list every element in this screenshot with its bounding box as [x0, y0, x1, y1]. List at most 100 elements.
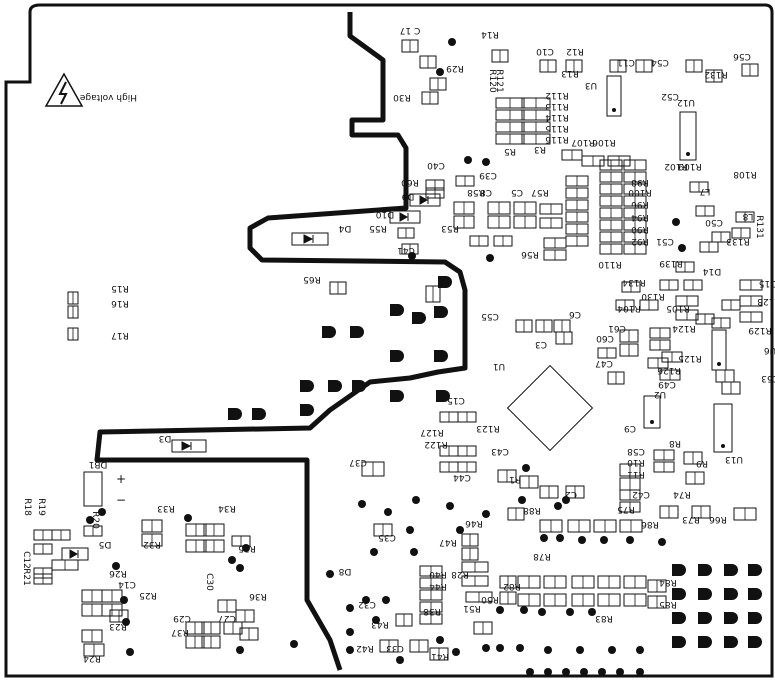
refdes-c54: C54 — [651, 57, 669, 67]
solder-pad — [698, 564, 712, 576]
solder-pad — [672, 564, 686, 576]
via-pad — [362, 596, 370, 604]
via-pad — [326, 570, 334, 578]
refdes-c43: C43 — [491, 446, 509, 456]
refdes-c2: C2 — [565, 489, 577, 499]
refdes-d4: D4 — [338, 223, 351, 233]
refdes-r134: R134 — [622, 277, 646, 287]
ic-u1-outline — [506, 364, 594, 452]
via-pad — [556, 534, 564, 542]
refdes-r36: R36 — [249, 591, 267, 601]
via-pad — [446, 502, 454, 510]
refdes-c33: C33 — [386, 643, 404, 653]
solder-pad — [724, 564, 738, 576]
refdes-r116: R116 — [545, 134, 569, 144]
via-pad — [236, 646, 244, 654]
refdes-r128: R128 — [757, 296, 775, 306]
via-pad — [396, 656, 404, 664]
refdes-c15: C15 — [447, 395, 465, 405]
refdes-c5: C5 — [511, 187, 523, 197]
refdes-c32: C32 — [358, 599, 376, 609]
refdes-r51: R51 — [463, 603, 481, 613]
ic-outline — [643, 395, 661, 429]
refdes-r8: R8 — [669, 438, 681, 448]
solder-pad — [322, 326, 336, 338]
refdes-c37: C37 — [349, 457, 367, 467]
pin1-marker — [612, 108, 616, 112]
via-pad — [608, 646, 616, 654]
refdes-r35: R35 — [238, 543, 256, 553]
via-pad — [384, 508, 392, 516]
refdes-r43: R43 — [371, 619, 389, 629]
via-pad — [408, 252, 416, 260]
refdes-l7: L7 — [700, 186, 711, 196]
solder-pad — [228, 408, 242, 420]
via-pad — [496, 606, 504, 614]
refdes-r82: R82 — [503, 581, 521, 591]
refdes-c50: C50 — [705, 217, 723, 227]
via-pad — [436, 68, 444, 76]
via-pad — [406, 526, 414, 534]
refdes-r23: R23 — [109, 621, 127, 631]
via-pad — [636, 646, 644, 654]
solder-pad — [434, 350, 448, 362]
refdes-r94: R94 — [631, 212, 649, 222]
via-pad — [600, 536, 608, 544]
refdes-r98: R98 — [631, 177, 649, 187]
refdes-r24: R24 — [83, 653, 101, 663]
via-pad — [482, 644, 490, 652]
via-pad — [126, 648, 134, 656]
refdes-r10: R10 — [627, 457, 645, 467]
via-pad — [580, 668, 588, 676]
via-pad — [346, 604, 354, 612]
solder-pad — [672, 636, 686, 648]
solder-pad — [252, 408, 266, 420]
via-pad — [184, 514, 192, 522]
solder-pad — [300, 404, 314, 416]
refdes-r88: R88 — [523, 505, 541, 515]
via-pad — [538, 608, 546, 616]
via-pad — [520, 606, 528, 614]
refdes-r90: R90 — [631, 224, 649, 234]
refdes-d8: D8 — [338, 566, 351, 576]
refdes-r34: R34 — [218, 503, 236, 513]
refdes-r28: R28 — [451, 569, 469, 579]
via-pad — [382, 596, 390, 604]
via-pad — [562, 668, 570, 676]
refdes-r55: R55 — [369, 223, 387, 233]
solder-pad — [748, 564, 762, 576]
refdes-d5: D5 — [99, 539, 112, 549]
refdes-r74: R74 — [673, 489, 691, 499]
refdes-r57: R57 — [531, 187, 549, 197]
solder-pad — [748, 612, 762, 624]
via-pad — [482, 510, 490, 518]
via-pad — [486, 254, 494, 262]
refdes-r108: R108 — [733, 169, 757, 179]
refdes-r107: R107 — [571, 137, 594, 147]
refdes-r109: R109 — [678, 161, 702, 171]
refdes-r96: R96 — [631, 199, 649, 209]
solder-pad — [390, 304, 404, 316]
solder-pad — [748, 588, 762, 600]
footprint-layer — [33, 39, 763, 661]
via-pad — [228, 556, 236, 564]
refdes-c14: C14 — [118, 579, 136, 589]
solder-pad — [672, 588, 686, 600]
via-pad — [346, 628, 354, 636]
diode-d3-outline — [171, 439, 207, 453]
solder-pad — [328, 380, 342, 392]
refdes-r112: R112 — [545, 90, 568, 100]
via-pad — [372, 616, 380, 624]
refdes-db1: DB1 — [89, 459, 108, 469]
pin1-marker — [686, 152, 690, 156]
diode-d5-outline — [61, 547, 89, 561]
refdes-r13: R13 — [561, 68, 579, 78]
via-pad — [518, 496, 526, 504]
refdes-r104: R104 — [617, 303, 641, 313]
via-pad — [616, 668, 624, 676]
ic-outline — [711, 329, 727, 371]
via-pad — [544, 646, 552, 654]
refdes-r56: R56 — [521, 249, 539, 259]
solder-pad — [724, 612, 738, 624]
